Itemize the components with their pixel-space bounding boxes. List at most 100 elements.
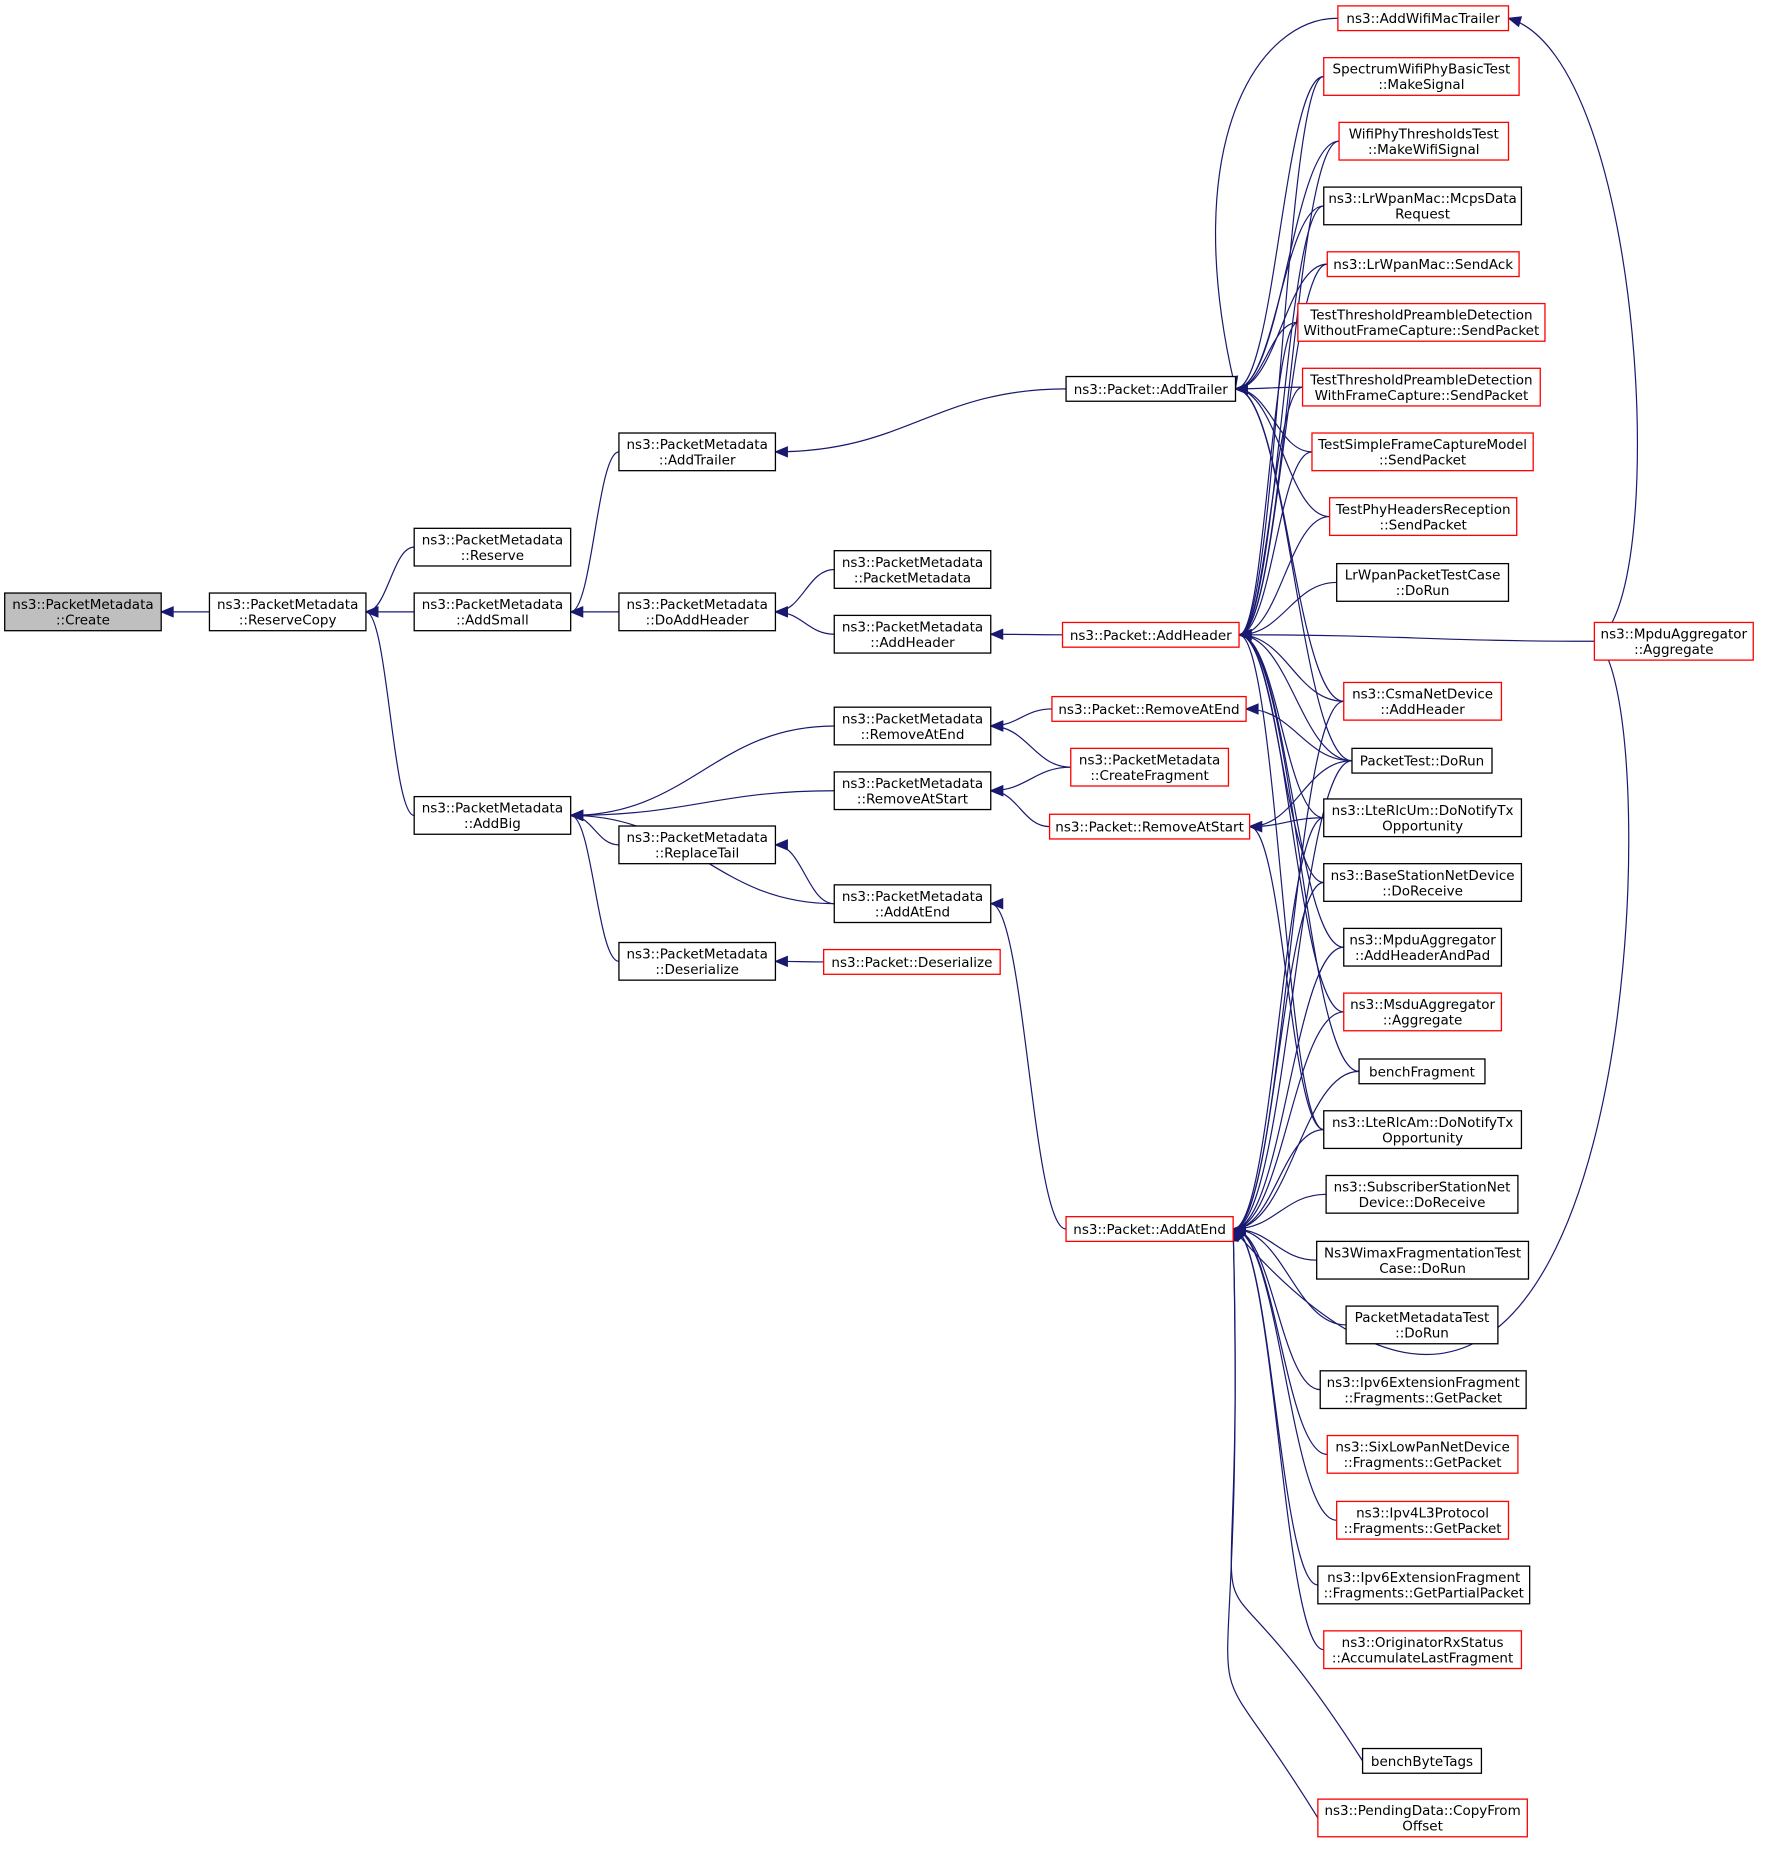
node-box <box>618 432 777 472</box>
node-box <box>1336 562 1510 602</box>
edge-pm_addatend-to-replacetail <box>774 839 835 905</box>
node-csma_addheader[interactable]: ns3::CsmaNetDevice::AddHeader <box>1343 681 1503 721</box>
node-packettest_dorun[interactable]: PacketTest::DoRun <box>1351 747 1493 774</box>
node-subscriber_doreceive[interactable]: ns3::SubscriberStationNetDevice::DoRecei… <box>1325 1174 1519 1214</box>
edge-p_addatend-to-pm_addatend <box>989 897 1067 1230</box>
node-replacetail[interactable]: ns3::PacketMetadata::ReplaceTail <box>618 825 777 865</box>
node-label-line: WithoutFrameCapture::SendPacket <box>1304 323 1540 339</box>
node-pm_deserialize[interactable]: ns3::PacketMetadata::Deserialize <box>618 941 777 981</box>
node-pm_addatend[interactable]: ns3::PacketMetadata::AddAtEnd <box>833 884 992 924</box>
node-label-line: Case::DoRun <box>1379 1261 1466 1277</box>
node-mpdu_addheaderandpad[interactable]: ns3::MpduAggregator::AddHeaderAndPad <box>1343 927 1503 967</box>
node-tpd_without[interactable]: TestThresholdPreambleDetectionWithoutFra… <box>1297 302 1546 342</box>
edge-line <box>1238 386 1303 636</box>
node-label-line: ::Aggregate <box>1383 1013 1462 1029</box>
node-box <box>1361 1747 1483 1774</box>
node-box <box>1317 1798 1528 1838</box>
edge-line <box>990 725 1071 768</box>
node-sixlowpan_getpacket[interactable]: ns3::SixLowPanNetDevice::Fragments::GetP… <box>1326 1434 1519 1474</box>
node-label-line: ns3::MpduAggregator <box>1601 627 1748 643</box>
node-benchfragment[interactable]: benchFragment <box>1358 1058 1486 1085</box>
node-box <box>1048 813 1251 840</box>
node-p_deserialize[interactable]: ns3::Packet::Deserialize <box>823 948 1001 975</box>
node-pm_packetmetadata[interactable]: ns3::PacketMetadata::PacketMetadata <box>833 550 992 589</box>
node-label-line: ::Deserialize <box>655 962 739 978</box>
node-label-line: Request <box>1395 207 1450 223</box>
node-reservecopy[interactable]: ns3::PacketMetadata::ReserveCopy <box>208 592 367 632</box>
node-label-line: ::Fragments::GetPartialPacket <box>1324 1586 1524 1602</box>
node-label-line: ::DoRun <box>1396 583 1450 599</box>
arrowhead <box>989 897 1004 910</box>
node-pmtest_dorun[interactable]: PacketMetadataTest::DoRun <box>1345 1305 1499 1345</box>
node-phyheadersreception[interactable]: TestPhyHeadersReception::SendPacket <box>1328 497 1518 537</box>
edge-phyheadersreception-to-p_addheader <box>1237 515 1330 641</box>
edge-p_removeatstart-to-pm_removeatstart <box>989 784 1050 828</box>
node-createfragment[interactable]: ns3::PacketMetadata::CreateFragment <box>1070 747 1230 787</box>
edge-line <box>1238 451 1313 636</box>
node-label-line: WithFrameCapture::SendPacket <box>1315 388 1529 404</box>
node-label-line: ::PacketMetadata <box>854 570 971 586</box>
node-simpleframecapture[interactable]: TestSimpleFrameCaptureModel::SendPacket <box>1311 432 1534 472</box>
node-ipv6frag_getpartial[interactable]: ns3::Ipv6ExtensionFragment::Fragments::G… <box>1317 1565 1531 1605</box>
node-lrwpanpackettest[interactable]: LrWpanPacketTestCase::DoRun <box>1336 562 1510 602</box>
edge-line <box>1233 700 1344 1230</box>
edge-line <box>1233 1228 1321 1391</box>
node-spectrum_makesignal[interactable]: SpectrumWifiPhyBasicTest::MakeSignal <box>1323 57 1520 96</box>
node-addbig[interactable]: ns3::PacketMetadata::AddBig <box>413 795 572 835</box>
node-p_removeatend[interactable]: ns3::Packet::RemoveAtEnd <box>1051 695 1247 722</box>
node-pm_addheader[interactable]: ns3::PacketMetadata::AddHeader <box>833 614 992 654</box>
node-box <box>1323 798 1523 838</box>
node-pm_addtrailer[interactable]: ns3::PacketMetadata::AddTrailer <box>618 432 777 472</box>
node-label-line: ns3::PacketMetadata <box>626 437 767 453</box>
node-doaddheader[interactable]: ns3::PacketMetadata::DoAddHeader <box>618 592 777 632</box>
edge-line <box>1238 634 1324 1131</box>
node-box <box>1338 121 1510 161</box>
node-box <box>1358 1058 1486 1085</box>
node-label-line: ::AddBig <box>464 816 521 832</box>
node-mpdu_aggregate[interactable]: ns3::MpduAggregator::Aggregate <box>1593 621 1754 661</box>
edge-line <box>1238 75 1324 636</box>
edge-pm_deserialize-to-addbig <box>569 809 620 962</box>
edge-line <box>1227 1229 1319 1819</box>
node-box <box>833 614 992 654</box>
node-p_addatend[interactable]: ns3::Packet::AddAtEnd <box>1065 1216 1234 1243</box>
node-label-line: ns3::LteRlcUm::DoNotifyTx <box>1332 803 1514 819</box>
node-msdu_aggregate[interactable]: ns3::MsduAggregator::Aggregate <box>1343 992 1503 1032</box>
node-p_addheader[interactable]: ns3::Packet::AddHeader <box>1061 621 1240 648</box>
node-pm_removeatstart[interactable]: ns3::PacketMetadata::RemoveAtStart <box>833 771 992 811</box>
node-thresholds_makewifisignal[interactable]: WifiPhyThresholdsTest::MakeWifiSignal <box>1338 121 1510 161</box>
edge-p_addtrailer-to-pm_addtrailer <box>774 388 1067 458</box>
node-lrwpan_sendack[interactable]: ns3::LrWpanMac::SendAck <box>1326 251 1520 278</box>
node-basestation_doreceive[interactable]: ns3::BaseStationNetDevice::DoReceive <box>1323 863 1523 902</box>
node-ipv6frag_getpacket[interactable]: ns3::Ipv6ExtensionFragment::Fragments::G… <box>1319 1370 1527 1410</box>
node-addsmall[interactable]: ns3::PacketMetadata::AddSmall <box>413 592 572 632</box>
node-label-line: ::AddTrailer <box>659 453 736 469</box>
edge-createfragment-to-pm_removeatend <box>989 720 1071 768</box>
edge-reservecopy-to-create <box>159 606 210 618</box>
node-reserve[interactable]: ns3::PacketMetadata::Reserve <box>413 527 572 567</box>
node-label-line: TestPhyHeadersReception <box>1335 502 1511 518</box>
node-tpd_with[interactable]: TestThresholdPreambleDetectionWithFrameC… <box>1301 367 1541 407</box>
node-label-line: ns3::PacketMetadata <box>842 776 983 792</box>
edge-originator_accumulate-to-p_addatend <box>1231 1223 1324 1651</box>
node-label-line: ns3::AddWifiMacTrailer <box>1346 11 1500 27</box>
node-addwifimactrailer[interactable]: ns3::AddWifiMacTrailer <box>1337 5 1510 32</box>
node-pm_removeatend[interactable]: ns3::PacketMetadata::RemoveAtEnd <box>833 706 992 746</box>
edge-line <box>775 844 835 905</box>
node-box <box>618 592 777 632</box>
node-benchbytetags[interactable]: benchByteTags <box>1361 1747 1483 1774</box>
node-box <box>1326 251 1520 278</box>
edge-line <box>1238 321 1299 636</box>
edge-line <box>1238 634 1360 1072</box>
node-originator_accumulate[interactable]: ns3::OriginatorRxStatus::AccumulateLastF… <box>1323 1630 1523 1670</box>
edge-line <box>990 790 1050 828</box>
node-p_addtrailer[interactable]: ns3::Packet::AddTrailer <box>1065 375 1237 402</box>
node-p_removeatstart[interactable]: ns3::Packet::RemoveAtStart <box>1048 813 1251 840</box>
node-ipv4l3_getpacket[interactable]: ns3::Ipv4L3Protocol::Fragments::GetPacke… <box>1336 1500 1510 1540</box>
node-box <box>1323 57 1520 96</box>
